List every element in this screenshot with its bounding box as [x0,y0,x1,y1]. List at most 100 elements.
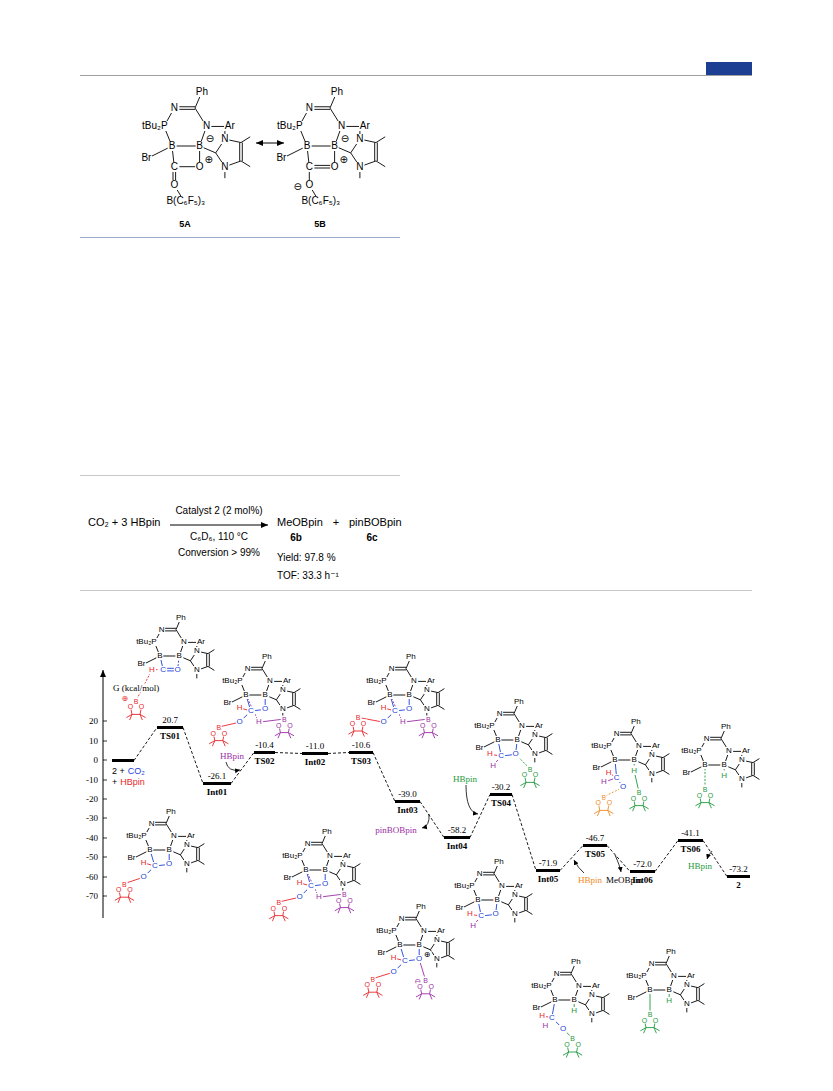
axis-ticks [103,721,107,896]
atom-label: tBu₂P [281,852,303,860]
bond [355,868,356,881]
pathway-connector [420,802,444,838]
bond [569,1052,577,1053]
value-row: -46.7 [582,833,608,844]
atom-label: O [138,703,145,710]
atom-label: O [360,720,367,727]
atom-label: N [635,742,643,750]
atom-label: O [696,791,703,798]
atom-label: N [193,666,201,674]
atom-label: O [379,718,387,726]
atom-label: N [304,840,312,848]
level-bar [444,836,470,839]
atom-label: H [469,922,477,930]
atom-label: O [606,799,613,806]
atom-label: B [666,986,673,994]
level-bar [157,726,183,729]
bond [698,984,704,988]
atom-label: O [511,750,519,758]
bond [241,161,250,167]
state-name: 2 [736,880,741,890]
level-bar [490,793,512,796]
atom-label: N [337,121,346,131]
tick-label: 20 [88,717,99,726]
tick-label: -40 [85,834,99,843]
energy-level: -73.22 [726,864,751,890]
atom-label: O [707,791,714,798]
state-name: TS05 [585,849,605,859]
pathway-connector [134,728,157,761]
atom-label: N [433,955,441,963]
value-row: -26.1 [202,771,232,782]
name-row: Int06 [629,875,656,885]
atom-label: N [703,735,711,743]
atom-label: N [423,686,431,694]
energy-level: -58.2Int04 [443,825,471,851]
atom-label: C [613,774,621,782]
atom-label: Ar [651,742,661,750]
atom-label: N [355,162,364,172]
atom-label: B [416,941,423,949]
bond [120,897,128,898]
atom-label: B [514,736,521,744]
atom-label: O [430,721,437,728]
atom-label: O [335,896,342,903]
atom-label: Br [136,660,146,668]
bond [130,714,132,720]
atom-label: H [140,859,148,867]
atom-label: O [304,180,314,190]
atom-label: O [165,860,173,868]
atom-label: Ph [570,958,582,966]
bond [600,810,608,811]
atom-label: H [380,704,388,712]
bond [664,758,665,771]
value-row: -30.2 [489,782,513,793]
bond [241,137,250,143]
atom-label: tBu₂P [625,972,647,980]
atom-label: N [339,880,347,888]
energy-value: -58.2 [448,825,467,835]
bond [751,763,752,776]
energy-value: -41.1 [681,828,700,838]
energy-value: -10.4 [255,740,274,750]
atom-label: N [183,841,191,849]
atom-label: H [489,762,497,770]
atom-label: N [613,730,621,738]
text-line: 2 +CO₂ [112,767,147,776]
name-row: TS05 [582,849,608,859]
atom-label: O [619,783,627,791]
bond [439,693,440,706]
bond [196,848,197,861]
name-row: TS04 [489,798,513,808]
atom-label: B [156,652,163,660]
atom-label: Br [531,1004,541,1012]
bond [366,992,368,998]
atom-label: O [126,886,133,893]
atom-label: N [588,1010,596,1018]
bond [294,705,300,709]
bond [208,650,214,654]
state-name: Int04 [447,841,468,851]
atom-label: N [725,747,733,755]
reagent: HBpin [452,775,478,784]
bond [209,654,210,667]
pathway-connector [373,753,395,802]
pathway-connector [328,753,349,754]
atom-label: N [648,770,656,778]
bond [604,998,605,1011]
atom-label: Br [140,153,152,163]
atom-label: N [588,991,596,999]
state-name: TS04 [491,798,511,808]
atom-label: O [209,729,216,736]
bond [239,143,240,161]
state-name: Int05 [538,874,559,884]
bond [352,731,354,737]
atom-label: B [330,141,339,151]
energy-level: -10.4TS02 [253,740,276,766]
atom-label: C [391,707,399,715]
atom-label: B [195,141,204,151]
reagent: HBpin [577,876,603,885]
bond [352,868,353,881]
level-bar [254,751,275,754]
